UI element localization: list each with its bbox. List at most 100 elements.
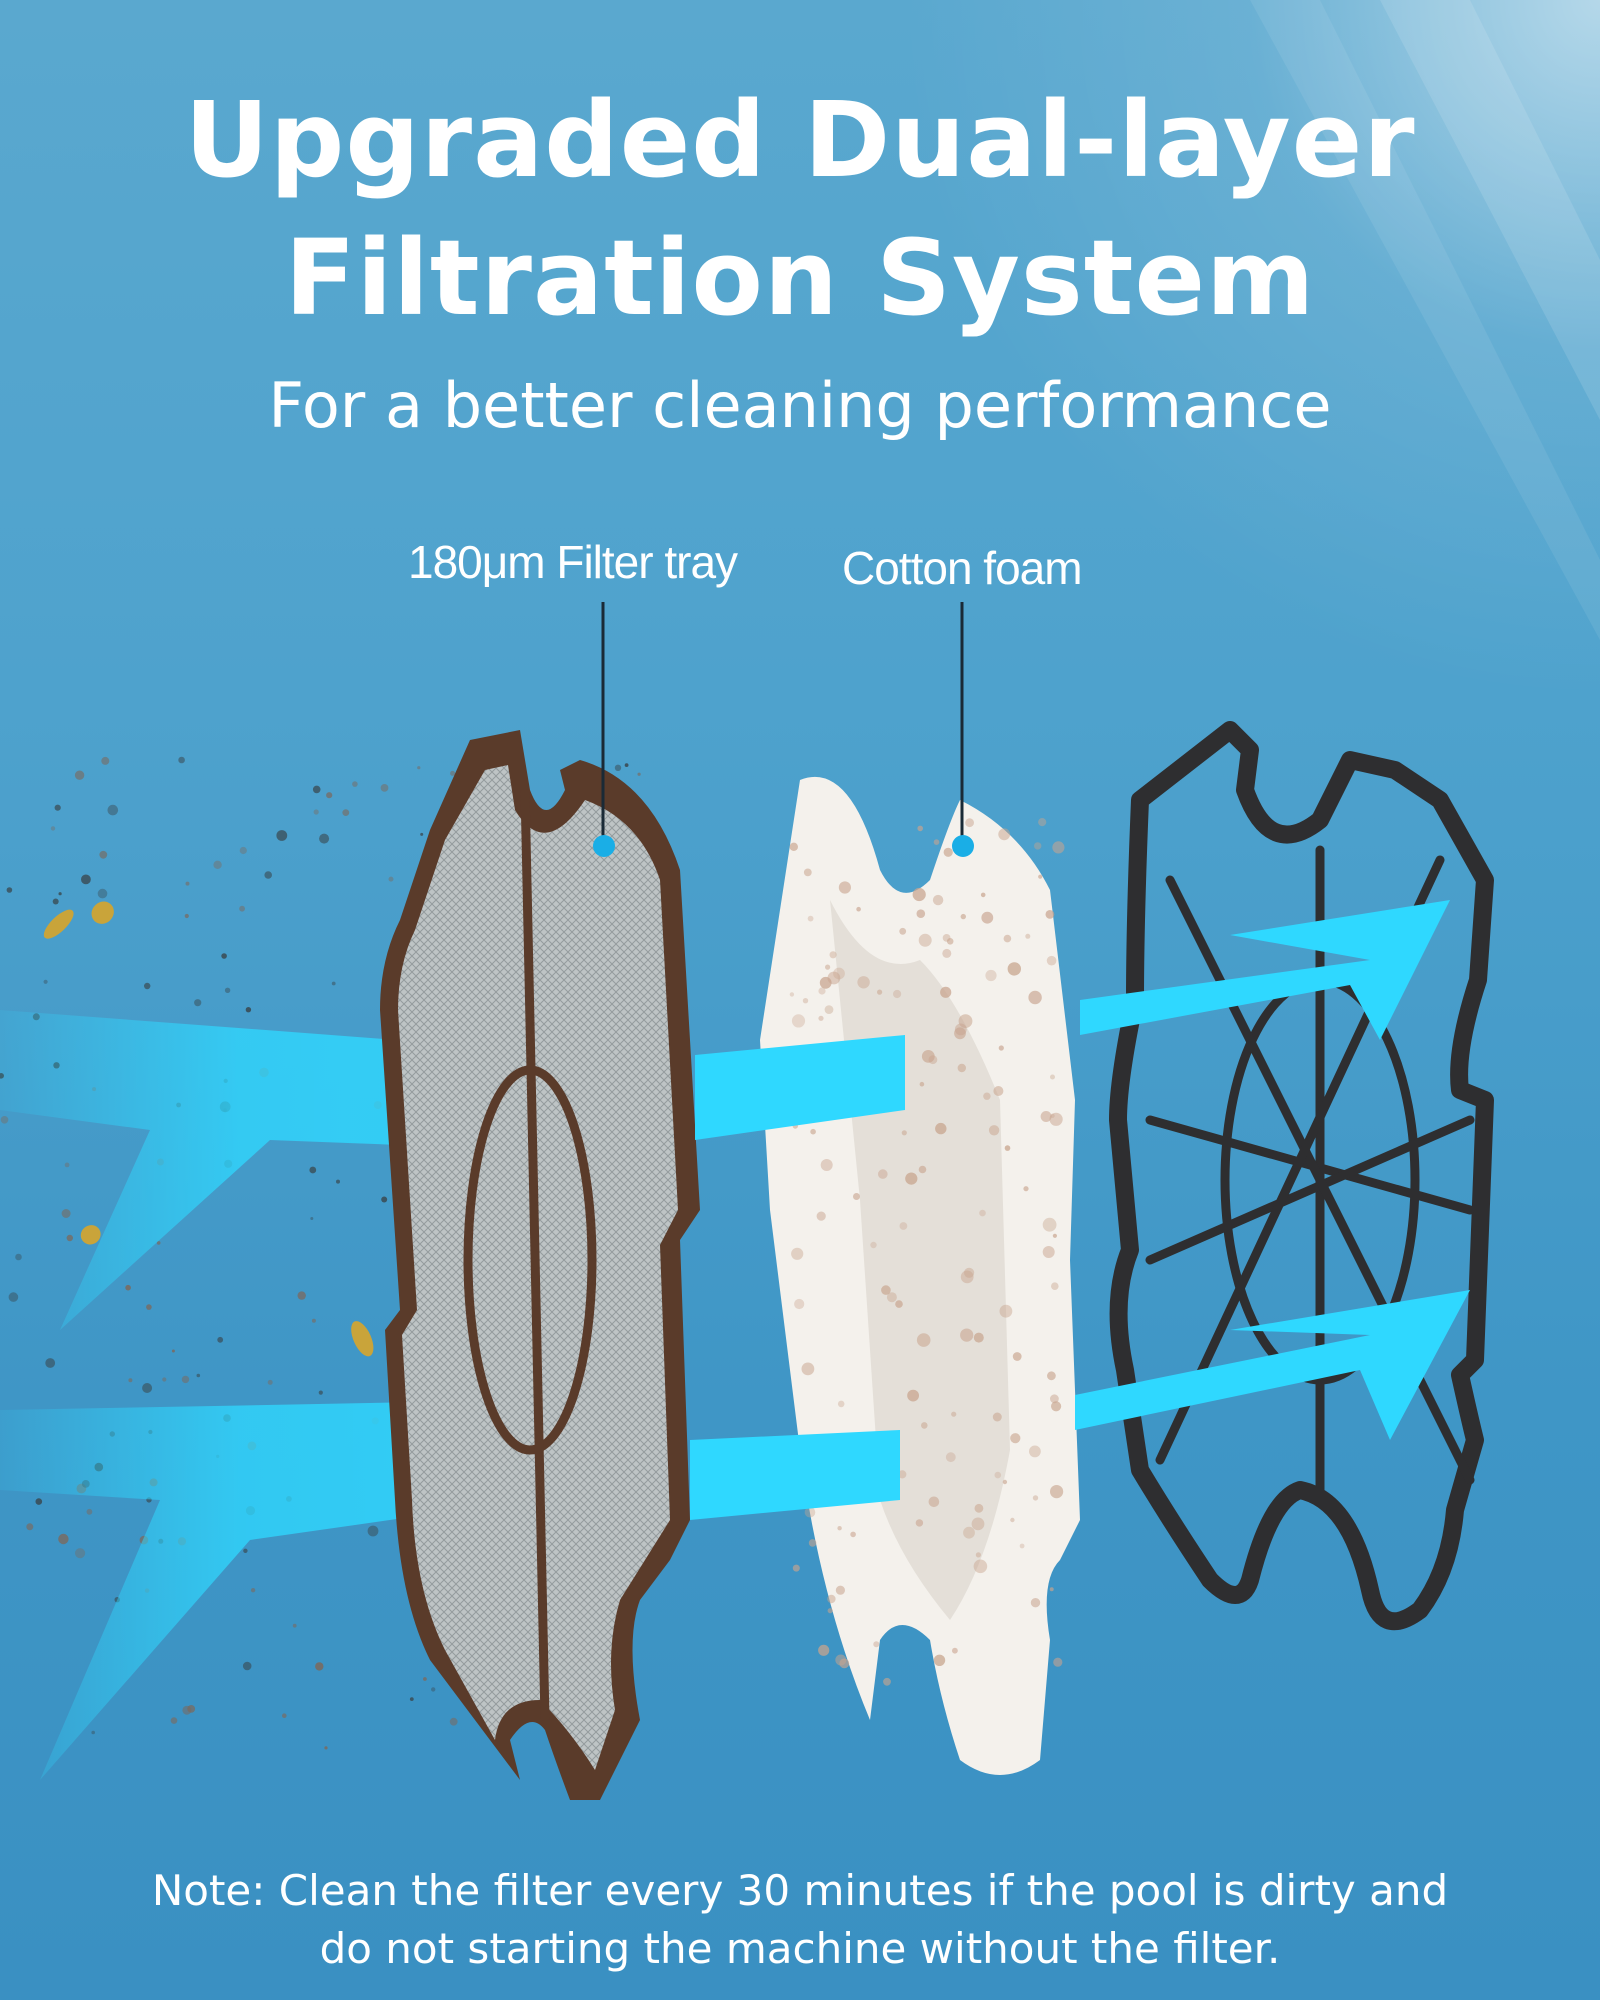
foam-speckle-dot <box>912 887 926 902</box>
debris-particle <box>170 1717 178 1724</box>
foam-speckle-dot <box>1042 1217 1057 1232</box>
foam-speckle-dot <box>921 1050 935 1063</box>
outflow-arrow-upper <box>1080 900 1450 1040</box>
foam-speckle-dot <box>818 1644 830 1656</box>
page-title-line1: Upgraded Dual-layer <box>184 79 1416 201</box>
foam-speckle-dot <box>792 1564 800 1572</box>
foam-speckle-dot <box>827 971 841 985</box>
foam-speckle-dot <box>954 1027 966 1040</box>
debris-particle <box>81 874 91 885</box>
debris-particle <box>35 1498 43 1505</box>
foam-speckle-dot <box>943 847 953 857</box>
debris-particle <box>182 1705 192 1715</box>
foam-speckle-dot <box>1050 1394 1059 1404</box>
page-title-line2: Filtration System <box>284 217 1316 339</box>
debris-particle <box>250 1588 256 1593</box>
foam-speckle-dot <box>1046 955 1057 966</box>
foam-speckle-dot <box>853 1193 860 1200</box>
foam-speckle-dot <box>951 1411 957 1417</box>
foam-speckle-dot <box>816 1211 826 1221</box>
debris-particle <box>178 756 185 764</box>
foam-speckle-dot <box>835 1585 846 1595</box>
foam-speckle-dot <box>827 1594 836 1604</box>
debris-particle <box>239 905 246 912</box>
foam-speckle-dot <box>942 934 951 942</box>
foam-speckle-dot <box>928 1496 940 1508</box>
debris-particle <box>352 781 358 787</box>
foam-speckle-dot <box>979 1209 986 1217</box>
cotton-foam <box>760 776 1080 1775</box>
debris-particle <box>245 1007 252 1013</box>
light-ray <box>1250 0 1600 640</box>
debris-particle <box>144 982 151 990</box>
foam-speckle-dot <box>898 1470 907 1479</box>
filter-cage <box>1109 721 1494 1631</box>
debris-particle <box>380 784 389 792</box>
page-subtitle: For a better cleaning performance <box>268 369 1332 442</box>
foam-speckle-dot <box>881 1285 891 1295</box>
debris-particle <box>91 1730 95 1735</box>
debris-particle <box>45 1358 56 1368</box>
filter-cage-strut <box>1145 1115 1475 1265</box>
leaf-particle <box>351 1321 374 1357</box>
foam-speckle-dot <box>878 1169 888 1179</box>
debris-particle <box>310 1217 314 1220</box>
foam-speckle-dot <box>1051 1282 1059 1290</box>
debris-particle <box>50 826 56 831</box>
foam-speckle-dot <box>856 906 861 912</box>
debris-particle <box>224 987 231 993</box>
debris-particle <box>74 770 85 780</box>
foam-speckle-dot <box>918 933 932 947</box>
debris-particle <box>6 887 13 893</box>
foam-speckle-dot <box>985 969 997 982</box>
debris-particle <box>146 1304 152 1310</box>
debris-particle <box>276 830 288 841</box>
foam-speckle-dot <box>1029 1445 1041 1458</box>
foam-speckle-dot <box>919 1081 925 1087</box>
debris-particle <box>221 953 227 959</box>
light-ray <box>1380 0 1600 420</box>
debris-particle <box>242 1661 252 1671</box>
debris-particle <box>336 1179 340 1184</box>
foam-speckle-dot <box>915 1519 924 1527</box>
foam-speckle-dot <box>1023 1186 1029 1192</box>
flow-arrow-mid-lower <box>690 1430 900 1520</box>
foam-speckle-dot <box>1030 1598 1041 1608</box>
foam-speckle-dot <box>916 1333 931 1347</box>
debris-particle <box>181 1375 190 1384</box>
foam-speckle-dot <box>1042 1246 1055 1258</box>
foam-speckle-dot <box>946 938 954 945</box>
filter-tray-callout-dot <box>593 835 615 857</box>
debris-particle <box>450 770 456 776</box>
debris-particle <box>194 999 202 1007</box>
foam-speckle-dot <box>942 948 952 958</box>
foam-speckle-dot <box>998 1045 1004 1051</box>
foam-speckle-dot <box>837 1526 842 1531</box>
foam-speckle-dot <box>838 881 852 894</box>
foam-speckle-dot <box>960 1270 974 1284</box>
foam-speckle-dot <box>850 1531 856 1538</box>
debris-particle <box>315 1662 324 1671</box>
debris-particle <box>423 1677 427 1681</box>
foam-speckle-dot <box>901 1130 907 1136</box>
flow-arrow-mid-upper <box>695 1035 905 1140</box>
foam-speckle-dot <box>973 1332 984 1343</box>
foam-speckle-dot <box>1012 1352 1022 1361</box>
foam-speckle-dot <box>1047 1371 1056 1381</box>
debris-particle <box>162 1377 167 1382</box>
foam-speckle-dot <box>992 1412 1002 1422</box>
leaf-particle <box>80 1225 101 1245</box>
debris-particle <box>624 763 629 767</box>
debris-particle <box>184 913 189 919</box>
foam-speckle-dot <box>1049 1587 1054 1592</box>
debris-particle <box>66 1234 74 1242</box>
debris-particle <box>52 898 59 905</box>
foam-speckle-dot <box>1051 1401 1062 1412</box>
debris-particle <box>101 756 110 765</box>
debris-particle <box>156 1241 161 1245</box>
foam-speckle-dot <box>835 1654 847 1666</box>
foam-speckle-dot <box>791 1247 804 1260</box>
foam-speckle-dot <box>1052 841 1065 854</box>
foam-speckle-dot <box>873 1641 880 1648</box>
